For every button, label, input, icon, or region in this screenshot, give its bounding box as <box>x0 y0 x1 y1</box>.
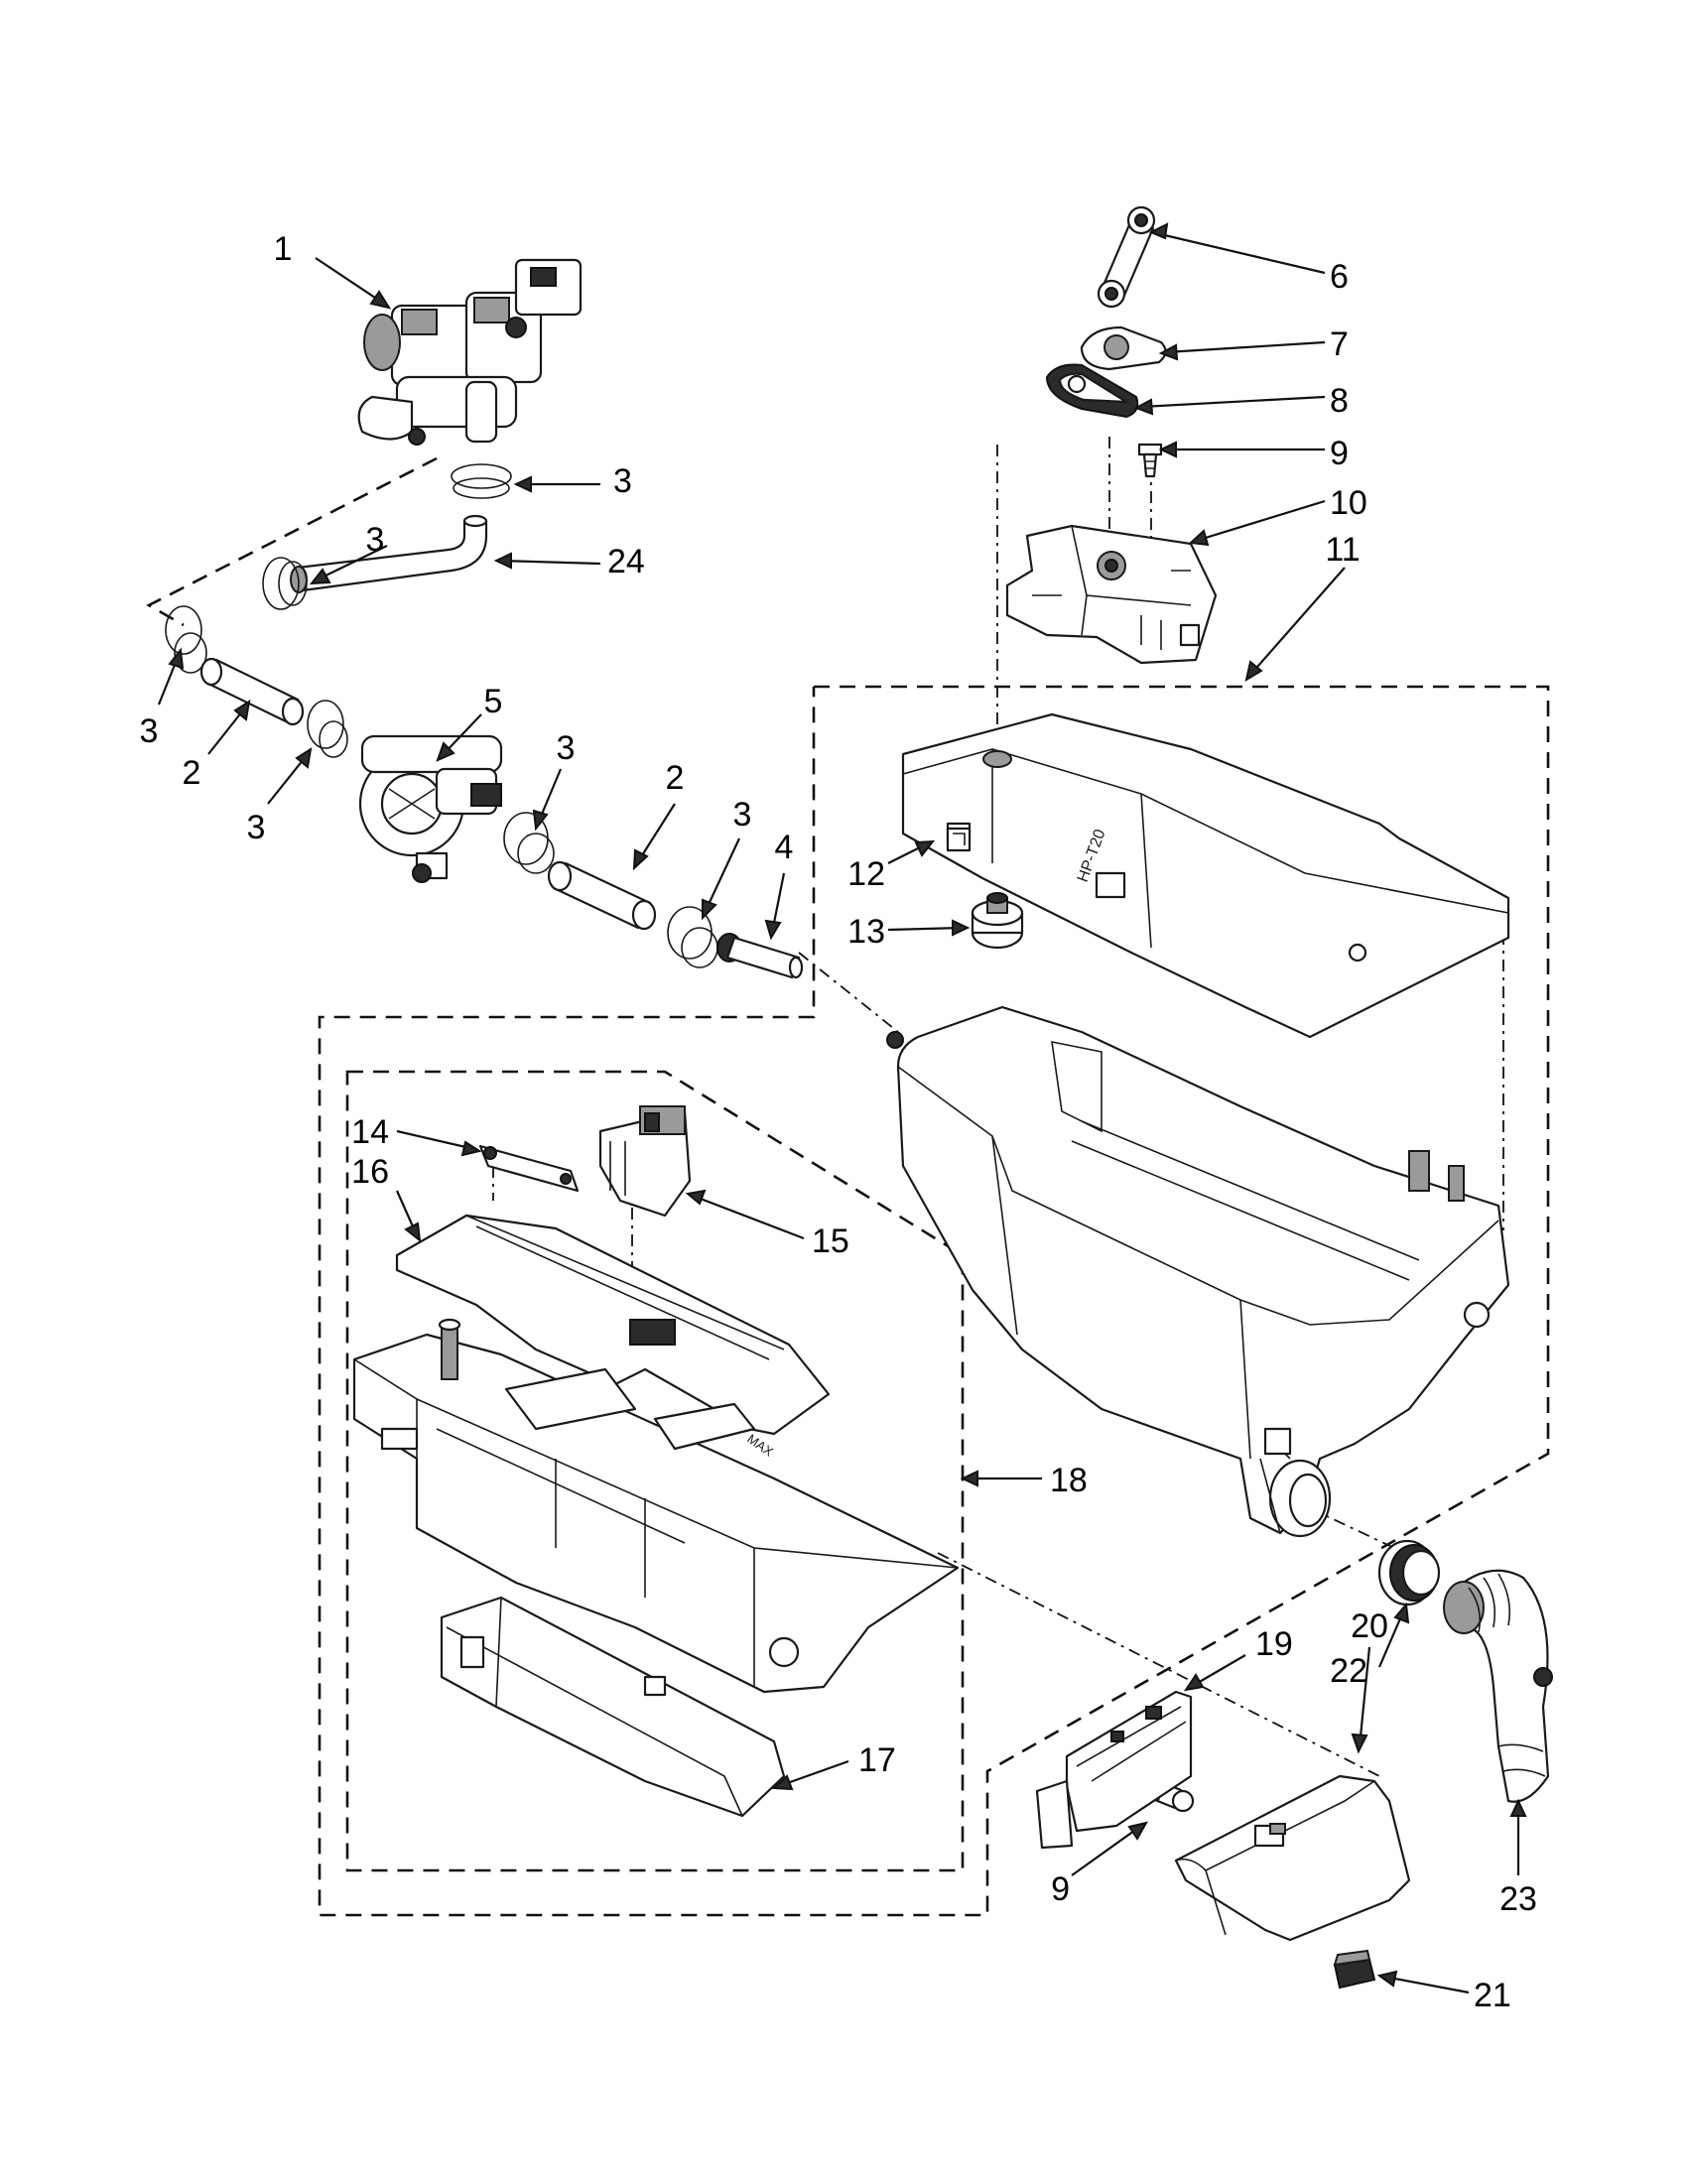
callout-11: 11 <box>1325 531 1360 569</box>
flow-meter <box>358 734 503 883</box>
callout-3-left: 3 <box>140 712 159 750</box>
callout-22: 22 <box>1330 1652 1367 1690</box>
tube-right <box>547 860 657 931</box>
callout-13: 13 <box>847 913 885 951</box>
panel-bracket <box>1035 1690 1193 1850</box>
water-valve <box>357 258 583 446</box>
cam-plate <box>1080 325 1167 371</box>
callout-2-left: 2 <box>183 754 201 792</box>
callout-numbers: 1 2 2 3 3 3 3 3 3 4 5 6 7 8 9 9 10 11 12… <box>140 230 1537 2014</box>
callout-15: 15 <box>812 1222 849 1260</box>
callout-23: 23 <box>1499 1880 1537 1918</box>
cover-latch <box>946 827 972 852</box>
link-arm <box>1097 205 1156 309</box>
vent-seal <box>1377 1539 1441 1606</box>
clamp-top <box>451 463 512 499</box>
callout-3-right: 3 <box>733 796 752 834</box>
callout-9-top: 9 <box>1330 435 1349 472</box>
callout-19: 19 <box>1255 1625 1293 1663</box>
clamp-right-of-5 <box>503 812 555 874</box>
callout-6: 6 <box>1330 258 1349 296</box>
tube-left <box>199 657 305 726</box>
callout-18: 18 <box>1050 1462 1088 1499</box>
callout-8: 8 <box>1330 382 1349 420</box>
callout-5: 5 <box>484 683 503 720</box>
callout-16: 16 <box>351 1153 389 1191</box>
assembly-box-1-valve <box>146 456 438 627</box>
callout-7: 7 <box>1330 325 1349 363</box>
callout-12: 12 <box>847 855 885 893</box>
siphon-cup <box>598 1105 692 1218</box>
drawer-handle <box>440 1596 786 1818</box>
dispenser-cover: HP-T20 <box>901 712 1510 1039</box>
drawer-max-text: MAX <box>744 1431 776 1460</box>
front-panel <box>1174 1774 1411 1942</box>
badge <box>1333 1949 1376 1990</box>
vent-hose <box>1443 1569 1553 1803</box>
callout-20: 20 <box>1351 1607 1388 1645</box>
dispenser-housing <box>886 1005 1510 1538</box>
callout-2-right: 2 <box>666 759 685 797</box>
callout-24: 24 <box>607 543 645 580</box>
gasket-plate <box>1045 363 1139 419</box>
button-knob <box>971 892 1024 950</box>
align-line-4 <box>798 952 899 1033</box>
assembly-box-18 <box>345 1070 965 1872</box>
dispenser-drawer <box>352 1318 960 1694</box>
callout-3-hose: 3 <box>366 521 385 559</box>
callout-14: 14 <box>351 1113 389 1151</box>
assembly-box-11 <box>318 685 1550 1917</box>
callout-17: 17 <box>858 1741 896 1779</box>
callout-10: 10 <box>1330 484 1367 522</box>
clamp-left <box>165 605 207 674</box>
callout-1: 1 <box>274 230 293 268</box>
inlet-nozzle <box>716 933 804 979</box>
align-line-19 <box>937 1552 1380 1777</box>
callout-3-mid: 3 <box>557 729 576 767</box>
callout-3-top: 3 <box>613 462 632 500</box>
clamp-mid <box>307 700 348 758</box>
callout-9-bottom: 9 <box>1051 1870 1070 1908</box>
drawer-clip <box>478 1144 580 1193</box>
callout-3-lower: 3 <box>247 809 266 846</box>
callout-21: 21 <box>1474 1977 1511 2014</box>
align-line-22 <box>1309 1507 1395 1549</box>
clamp-near-4 <box>667 906 718 968</box>
actuator-motor <box>1005 524 1218 665</box>
clamp-hose-end <box>262 557 308 610</box>
callout-4: 4 <box>775 829 794 866</box>
leader-lines <box>157 222 1527 1994</box>
screw-top <box>1137 443 1163 478</box>
